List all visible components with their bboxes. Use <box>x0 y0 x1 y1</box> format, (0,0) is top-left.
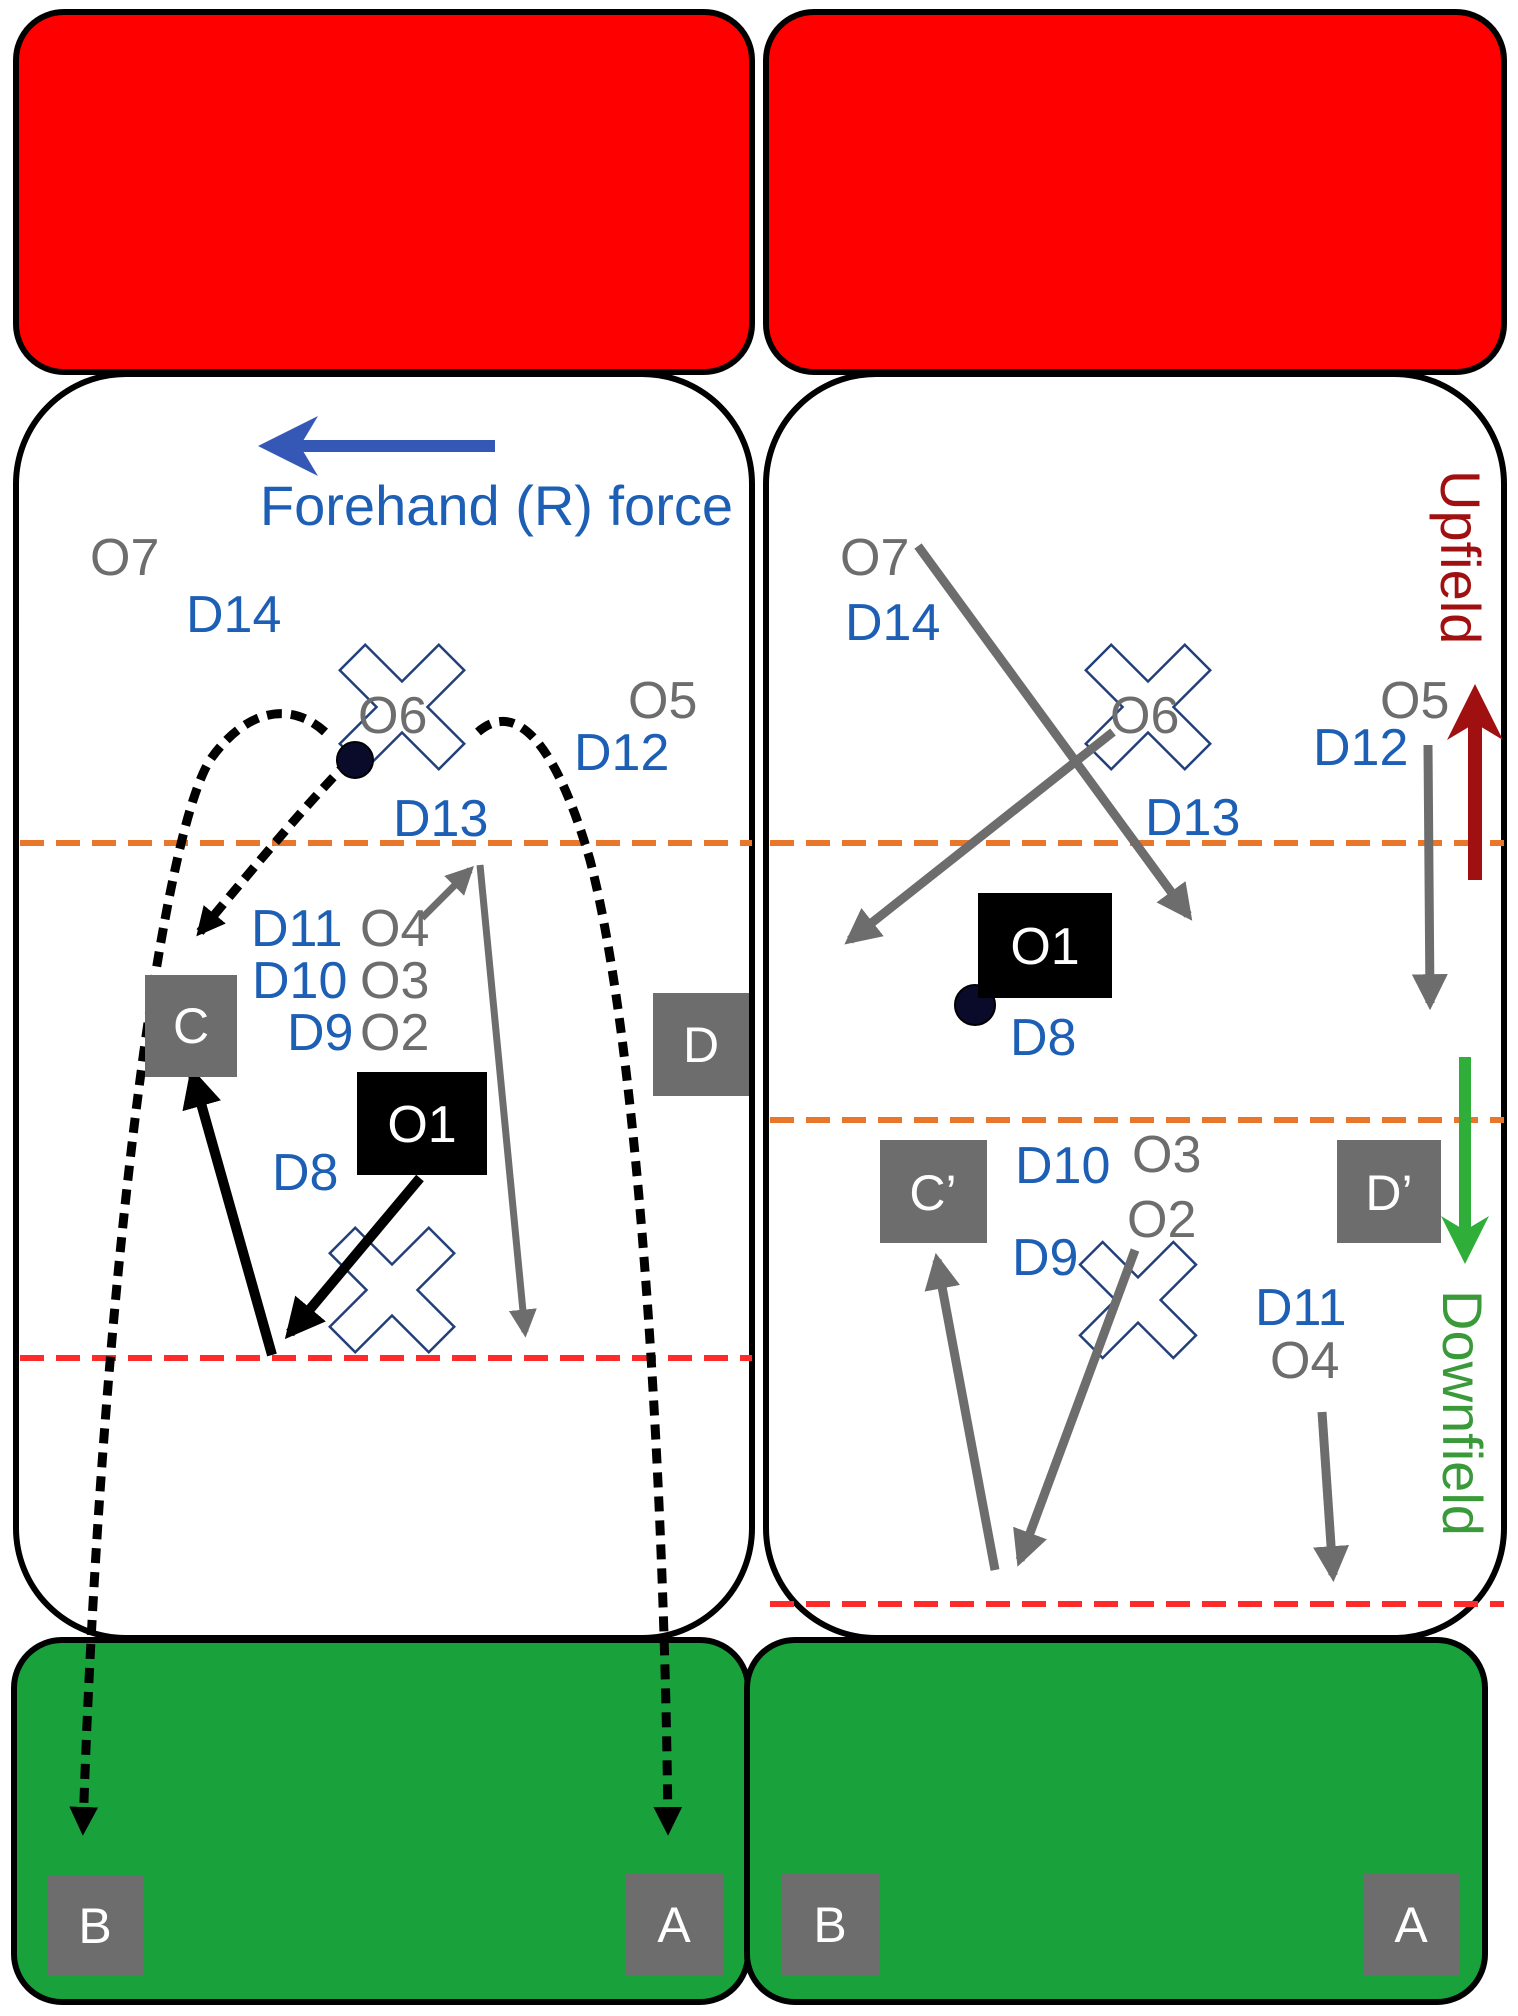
defense-d9-right: D9 <box>1012 1229 1078 1287</box>
cone-a-label-right: A <box>1394 1897 1428 1953</box>
force-label: Forehand (R) force <box>260 474 733 537</box>
thrower-o1-label-right: O1 <box>1010 918 1079 976</box>
gray-cut-o6 <box>844 728 1116 945</box>
defense-d13-right: D13 <box>1145 789 1240 847</box>
cone-c-prime-box <box>880 1140 987 1243</box>
endzone-top-left <box>13 9 755 375</box>
offense-o5-right: O5 <box>1380 672 1449 730</box>
offense-o5-left: O5 <box>628 672 697 730</box>
gray-cut-o5 <box>1411 744 1448 1011</box>
offense-o3-left: O3 <box>360 952 429 1010</box>
defense-d14-right: D14 <box>845 594 940 652</box>
defense-d11-right: D11 <box>1255 1279 1347 1337</box>
cone-a-box-right <box>1363 1873 1460 1975</box>
endzone-bottom-right <box>744 1637 1488 2005</box>
disc-left <box>336 741 374 779</box>
cone-d-prime-label: D’ <box>1365 1165 1412 1221</box>
cone-b-label-right: B <box>813 1897 846 1953</box>
cone-a-box-left <box>625 1873 723 1975</box>
right-panel: Upfield Downfield O1 O7 O6 O5 O3 O2 O4 D… <box>744 9 1507 2005</box>
thrower-o1-label-left: O1 <box>387 1096 456 1154</box>
gray-cut-up-left <box>419 866 474 921</box>
cone-c-label: C <box>173 998 209 1054</box>
offense-o2-left: O2 <box>360 1004 429 1062</box>
defense-d10-left: D10 <box>252 952 347 1010</box>
offense-o7-left: O7 <box>90 529 159 587</box>
offense-o4-left: O4 <box>360 900 429 958</box>
gray-cut-o2 <box>1013 1248 1140 1567</box>
x-marker-bottom-left <box>328 1226 456 1354</box>
cone-d-prime-box <box>1337 1140 1441 1243</box>
offense-o4-right: O4 <box>1270 1332 1339 1390</box>
left-panel: Forehand (R) force O7 O6 O5 O4 O3 O2 D14… <box>11 9 755 2005</box>
defense-d9-left: D9 <box>287 1004 353 1062</box>
defense-d14-left: D14 <box>186 586 281 644</box>
defense-d13-left: D13 <box>393 790 488 848</box>
offense-o3-right: O3 <box>1132 1126 1201 1184</box>
gray-cut-o7 <box>914 543 1193 921</box>
cone-b-box-left <box>47 1875 143 1975</box>
defense-d12-left: D12 <box>574 724 669 782</box>
dotted-throw-to-a <box>475 717 683 1836</box>
cut-o1-down <box>284 1174 424 1340</box>
thrower-o1-box-left <box>357 1072 487 1175</box>
defense-d8-left: D8 <box>272 1144 338 1202</box>
offense-o7-right: O7 <box>840 529 909 587</box>
cone-a-label-left: A <box>657 1897 691 1953</box>
cone-b-box-right <box>782 1873 879 1975</box>
offense-o2-right: O2 <box>1127 1191 1196 1249</box>
downfield-label: Downfield <box>1431 1290 1494 1536</box>
upfield-label: Upfield <box>1429 470 1492 644</box>
x-marker-top-right <box>1084 643 1212 771</box>
defense-d12-right: D12 <box>1313 719 1408 777</box>
defense-d11-left: D11 <box>251 900 343 958</box>
defense-d8-right: D8 <box>1010 1009 1076 1067</box>
gray-cut-down-left <box>476 864 537 1338</box>
endzone-top-right <box>763 9 1507 375</box>
cut-to-c <box>182 1067 277 1357</box>
cone-c-box <box>145 975 237 1077</box>
offense-o6-right: O6 <box>1110 687 1179 745</box>
cone-c-prime-label: C’ <box>909 1165 956 1221</box>
defense-d10-right: D10 <box>1015 1137 1110 1195</box>
gray-cut-to-c-prime <box>924 1252 1000 1571</box>
thrower-o1-box-right <box>978 893 1112 998</box>
dotted-throw-to-b <box>69 709 329 1836</box>
offense-o6-left: O6 <box>358 687 427 745</box>
cone-d-label: D <box>683 1017 719 1073</box>
gray-cut-o4 <box>1313 1411 1350 1583</box>
cone-d-box <box>653 993 749 1096</box>
cone-b-label-left: B <box>78 1898 111 1954</box>
dotted-throw-to-c <box>196 756 354 937</box>
